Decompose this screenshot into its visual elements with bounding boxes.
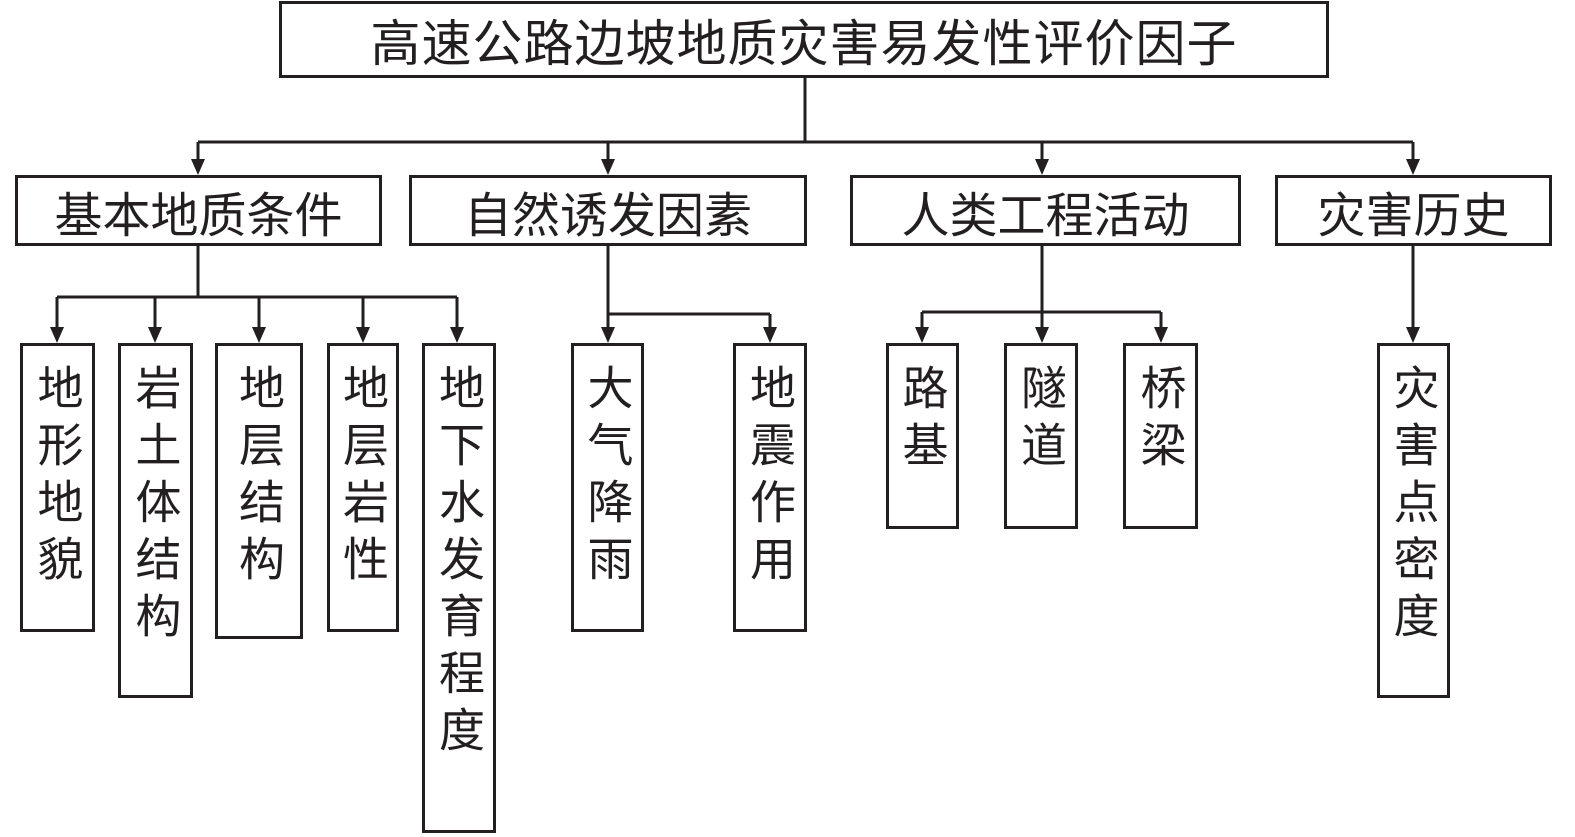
leaf-node-landform: 地形地貌 (20, 343, 95, 632)
leaf-node-strata-lithology: 地层岩性 (327, 343, 399, 632)
leaf-node-subgrade: 路基 (886, 343, 959, 529)
leaf-label: 地下水发育程度 (432, 364, 486, 763)
leaf-label: 桥梁 (1133, 364, 1188, 478)
category-label: 人类工程活动 (901, 187, 1190, 244)
category-node-disaster-history: 灾害历史 (1275, 175, 1552, 246)
leaf-label: 地层结构 (232, 364, 286, 592)
leaf-node-groundwater: 地下水发育程度 (422, 343, 496, 833)
arrowhead-icon (1406, 327, 1420, 343)
arrowhead-icon (1035, 159, 1049, 175)
arrowhead-icon (601, 327, 615, 343)
category-label: 基本地质条件 (54, 187, 343, 244)
leaf-node-disaster-density: 灾害点密度 (1377, 343, 1450, 698)
arrowhead-icon (252, 327, 266, 343)
arrowhead-icon (450, 327, 464, 343)
category-node-human-engineering: 人类工程活动 (850, 175, 1241, 246)
leaf-label: 灾害点密度 (1386, 364, 1441, 649)
leaf-label: 地层岩性 (336, 364, 390, 592)
leaf-label: 隧道 (1014, 364, 1068, 478)
category-node-natural-triggers: 自然诱发因素 (409, 175, 807, 246)
leaf-node-bridge: 桥梁 (1123, 343, 1198, 529)
leaf-label: 地震作用 (743, 364, 797, 592)
leaf-label: 大气降雨 (580, 364, 635, 592)
arrowhead-icon (50, 327, 64, 343)
arrowhead-icon (1154, 327, 1168, 343)
arrowhead-icon (601, 159, 615, 175)
root-node: 高速公路边坡地质灾害易发性评价因子 (279, 1, 1329, 78)
leaf-label: 路基 (895, 364, 950, 478)
leaf-node-rock-soil-structure: 岩土体结构 (118, 343, 193, 698)
arrowhead-icon (915, 327, 929, 343)
leaf-node-tunnel: 隧道 (1004, 343, 1078, 529)
arrowhead-icon (191, 159, 205, 175)
arrowhead-icon (148, 327, 162, 343)
leaf-node-strata-structure: 地层结构 (215, 343, 303, 639)
leaf-label: 岩土体结构 (128, 364, 183, 649)
leaf-node-rainfall: 大气降雨 (571, 343, 644, 632)
leaf-node-earthquake: 地震作用 (733, 343, 807, 632)
leaf-label: 地形地貌 (30, 364, 85, 592)
arrowhead-icon (1406, 159, 1420, 175)
arrowhead-icon (763, 327, 777, 343)
root-label: 高速公路边坡地质灾害易发性评价因子 (370, 14, 1238, 73)
arrowhead-icon (356, 327, 370, 343)
category-node-basic-geology: 基本地质条件 (15, 175, 382, 246)
category-label: 灾害历史 (1317, 187, 1510, 244)
arrowhead-icon (1035, 327, 1049, 343)
category-label: 自然诱发因素 (463, 187, 752, 244)
